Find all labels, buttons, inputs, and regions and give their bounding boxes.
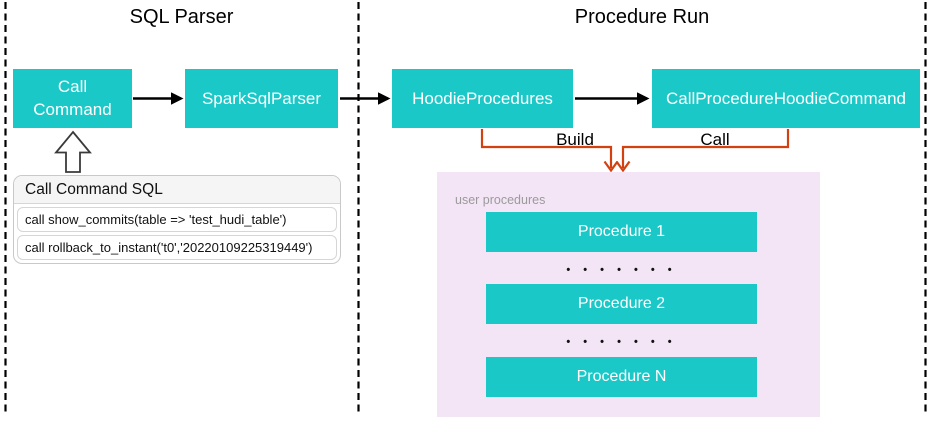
edge-label-call: Call <box>700 130 730 149</box>
procedure-box-2: Procedure 2 <box>486 284 757 324</box>
user-procedures-container: user procedures Procedure 1 • • • • • • … <box>437 172 820 417</box>
call-arrowhead-icon <box>615 160 631 173</box>
node-call-command: Call Command <box>13 69 132 128</box>
hollow-up-arrow <box>54 130 92 173</box>
node-sparksqlparser: SparkSqlParser <box>185 69 338 128</box>
procedure-box-1: Procedure 1 <box>486 212 757 252</box>
node-hoodieprocedures: HoodieProcedures <box>392 69 573 128</box>
section-title-procedure-run: Procedure Run <box>574 6 710 28</box>
build-arrowhead-icon <box>603 160 619 173</box>
sql-panel-title: Call Command SQL <box>14 176 340 204</box>
edge-label-build: Build <box>556 130 594 149</box>
procedure-box-n: Procedure N <box>486 357 757 397</box>
ellipsis-row: • • • • • • • <box>566 336 677 348</box>
sql-example-row: call rollback_to_instant('t0','202201092… <box>17 235 337 260</box>
call-command-sql-panel: Call Command SQL call show_commits(table… <box>13 175 341 264</box>
ellipsis-row: • • • • • • • <box>566 264 677 276</box>
node-callprocedurehoodiecommand: CallProcedureHoodieCommand <box>652 69 920 128</box>
section-title-sql-parser: SQL Parser <box>129 6 234 28</box>
user-procedures-label: user procedures <box>455 193 546 207</box>
sql-example-row: call show_commits(table => 'test_hudi_ta… <box>17 207 337 232</box>
